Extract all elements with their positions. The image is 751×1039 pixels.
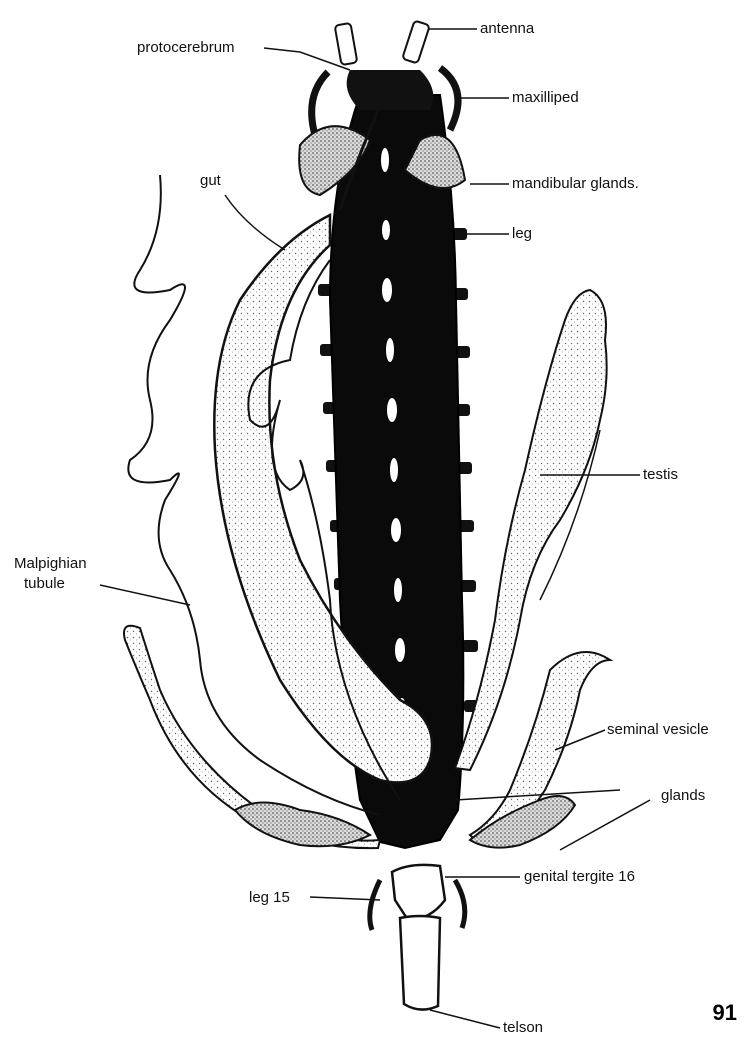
label-maxilliped: maxilliped <box>512 90 579 105</box>
label-protocerebrum: protocerebrum <box>137 40 235 55</box>
label-gut: gut <box>200 173 221 188</box>
label-leg-15: leg 15 <box>249 890 290 905</box>
label-telson: telson <box>503 1020 543 1035</box>
label-testis: testis <box>643 467 678 482</box>
label-antenna: antenna <box>480 21 534 36</box>
testis <box>455 290 607 770</box>
posterior-segments <box>370 865 465 1010</box>
label-genital-tergite: genital tergite 16 <box>524 869 635 884</box>
label-leg: leg <box>512 226 532 241</box>
label-mandibular-glands: mandibular glands. <box>512 176 639 191</box>
label-malpighian-line1: Malpighian <box>14 556 87 571</box>
label-seminal-vesicle: seminal vesicle <box>607 722 709 737</box>
page-number: 91 <box>713 1000 737 1026</box>
label-glands: glands <box>661 788 705 803</box>
label-malpighian-line2: tubule <box>24 576 65 591</box>
